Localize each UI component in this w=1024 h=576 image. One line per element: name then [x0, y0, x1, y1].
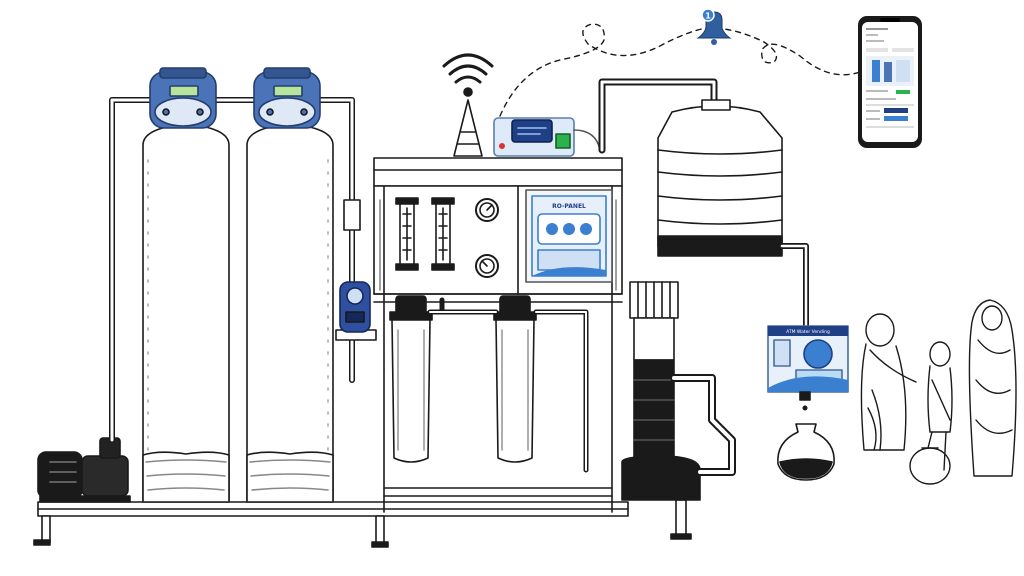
dispenser-header: ATM Water Vending	[786, 329, 830, 335]
storage-tank	[657, 99, 783, 257]
water-atm-dispenser	[767, 325, 849, 411]
pressure-gauge-top	[475, 198, 499, 222]
filter-vessel-right	[246, 123, 334, 503]
ro-controller-panel	[525, 189, 613, 283]
pressure-gauge-bottom	[475, 254, 499, 278]
multiport-valve-right	[253, 67, 321, 129]
ro-panel-brand: RO-PANEL	[552, 203, 586, 210]
bell-icon: 1	[696, 8, 732, 45]
primary-pump	[37, 437, 131, 503]
base-frame	[33, 499, 692, 548]
outlet-pipe	[779, 243, 809, 333]
dosing-pump	[335, 281, 377, 341]
wifi-signal-icon	[442, 53, 494, 157]
multiport-valve-left	[149, 67, 217, 129]
iot-module	[493, 117, 601, 157]
smartphone-icon	[858, 16, 922, 148]
cartridge-filter-2	[493, 295, 537, 463]
high-pressure-pump	[621, 281, 736, 501]
water-pot	[777, 423, 835, 481]
filter-vessel-left	[142, 123, 230, 503]
notification-badge: 1	[705, 12, 711, 21]
cartridge-filter-1	[389, 295, 433, 463]
people-queue	[860, 299, 1017, 485]
rotameter-2	[431, 197, 455, 271]
iot-signal-path	[499, 23, 861, 117]
rotameter-1	[395, 197, 419, 271]
